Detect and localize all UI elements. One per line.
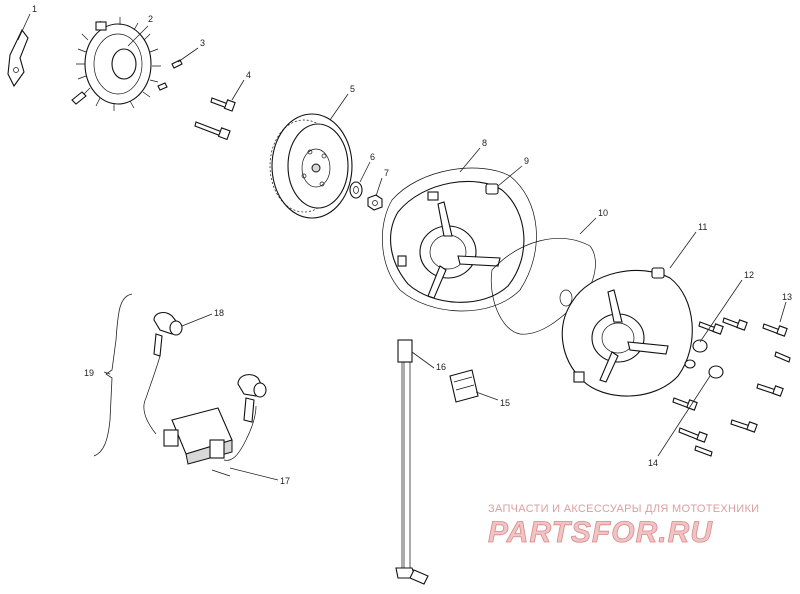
part-7-nut [367, 194, 383, 211]
callout-10: 10 [598, 208, 608, 218]
part-13-bolts [698, 317, 791, 433]
callout-13: 13 [782, 292, 792, 302]
callout-4: 4 [246, 70, 251, 80]
part-9-grommet [485, 183, 499, 195]
watermark-subtitle: ЗАПЧАСТИ И АКСЕССУАРЫ ДЛЯ МОТОТЕХНИКИ [488, 503, 759, 515]
part-5-flywheel [269, 113, 353, 219]
callout-17: 17 [280, 476, 290, 486]
callout-2: 2 [148, 14, 153, 24]
callout-6: 6 [370, 152, 375, 162]
callout-5: 5 [350, 84, 355, 94]
part-11-outer-cover [561, 267, 693, 397]
callout-1: 1 [32, 4, 37, 14]
callout-11: 11 [698, 222, 707, 232]
part-18-plug-caps [153, 311, 267, 423]
callout-8: 8 [482, 138, 487, 148]
part-15-connector [449, 369, 479, 403]
callout-3: 3 [200, 38, 205, 48]
part-8-stator-cover [381, 167, 537, 312]
leader-lines [17, 13, 787, 481]
callout-7: 7 [384, 168, 389, 178]
group-19-bracket [93, 293, 133, 457]
callout-12: 12 [744, 270, 754, 280]
callout-16: 16 [436, 362, 446, 372]
callout-19: 19 [84, 368, 94, 378]
part-3-screws [157, 59, 183, 91]
part-16-harness [395, 339, 429, 585]
callout-9: 9 [524, 156, 529, 166]
callout-18: 18 [214, 308, 224, 318]
part-6-washer [349, 181, 363, 199]
callout-labels: 1 2 3 4 5 6 7 8 9 10 11 12 13 14 15 16 1… [32, 4, 792, 486]
watermark-brand: PARTSFOR.RU [488, 516, 713, 549]
part-14-bolts [672, 397, 713, 457]
watermark: ЗАПЧАСТИ И АКСЕССУАРЫ ДЛЯ МОТОТЕХНИКИ PA… [488, 503, 759, 549]
part-1-bracket [7, 28, 29, 88]
callout-15: 15 [500, 398, 510, 408]
part-2-stator [71, 17, 161, 111]
part-4-bolts [194, 97, 236, 141]
callout-14: 14 [648, 458, 658, 468]
part-12-grommets [684, 339, 724, 379]
part-17-ignition-coil [143, 355, 257, 477]
